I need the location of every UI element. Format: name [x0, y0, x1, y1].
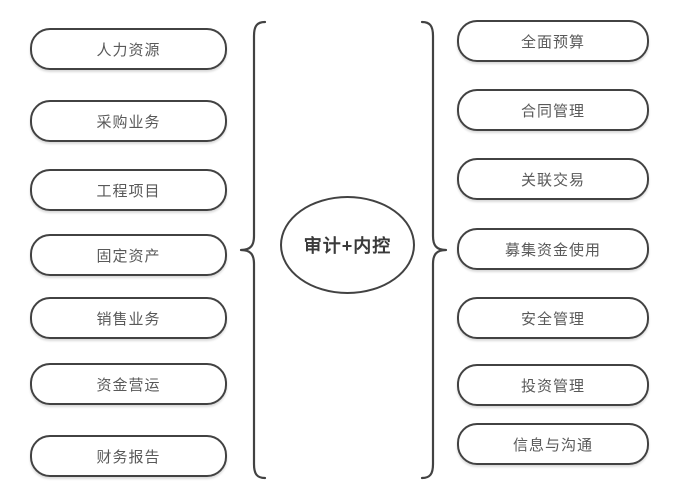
right-node-raised-funds-usage: 募集资金使用	[457, 228, 649, 270]
right-node-investment-management: 投资管理	[457, 364, 649, 406]
right-node-contract-management: 合同管理	[457, 89, 649, 131]
right-node-related-transactions: 关联交易	[457, 158, 649, 200]
right-node-information-communication: 信息与沟通	[457, 423, 649, 465]
left-node-financial-reporting: 财务报告	[30, 435, 227, 477]
left-node-capital-operations: 资金营运	[30, 363, 227, 405]
right-node-comprehensive-budget: 全面预算	[457, 20, 649, 62]
left-node-sales: 销售业务	[30, 297, 227, 339]
center-node-audit-internal-control: 审计+内控	[280, 196, 415, 294]
left-node-human-resources: 人力资源	[30, 28, 227, 70]
right-node-safety-management: 安全管理	[457, 297, 649, 339]
right-brace	[420, 20, 448, 480]
left-node-procurement: 采购业务	[30, 100, 227, 142]
left-node-fixed-assets: 固定资产	[30, 234, 227, 276]
left-brace	[239, 20, 267, 480]
left-node-engineering-projects: 工程项目	[30, 169, 227, 211]
